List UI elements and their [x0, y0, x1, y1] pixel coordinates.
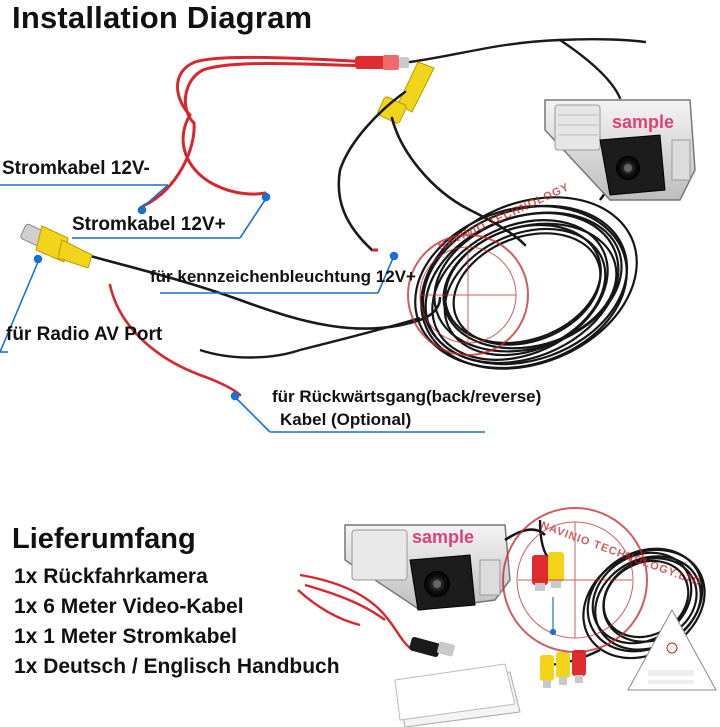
dc-plug-bottom — [297, 573, 455, 657]
installation-title: Installation Diagram — [12, 0, 313, 35]
rca-plugs-bottom-right — [540, 650, 586, 688]
rca-plug-left — [20, 223, 93, 269]
label-kabel-optional: Kabel (Optional) — [280, 410, 412, 429]
lieferumfang-list: 1x Rückfahrkamera 1x 6 Meter Video-Kabel… — [14, 562, 340, 682]
sample-watermark-bottom: sample — [412, 527, 475, 547]
label-stromkabel-minus: Stromkabel 12V- — [2, 158, 150, 179]
sample-watermark-top: sample — [612, 112, 675, 132]
list-item: 1x 1 Meter Stromkabel — [14, 625, 237, 648]
label-stromkabel-plus: Stromkabel 12V+ — [72, 214, 226, 235]
lieferumfang-title: Lieferumfang — [12, 523, 196, 555]
rca-plugs-bottom — [532, 519, 564, 591]
list-item: 1x Deutsch / Englisch Handbuch — [14, 655, 340, 678]
certificate-card — [627, 608, 717, 691]
leader-lines-top — [0, 184, 485, 433]
manual-sheet — [394, 663, 521, 727]
red-power-wire — [137, 55, 372, 214]
label-rueckwaertsgang: für Rückwärtsgang(back/reverse) — [272, 387, 542, 406]
rca-plug-top — [377, 61, 435, 124]
label-kennzeichen: für kennzeichenbleuchtung 12V+ — [150, 267, 416, 286]
coiled-cable-top — [414, 196, 638, 370]
label-radio-av: für Radio AV Port — [6, 324, 163, 345]
camera-housing-bottom — [344, 524, 511, 611]
camera-housing-top — [544, 99, 696, 201]
list-item: 1x Rückfahrkamera — [14, 565, 208, 588]
dc-plug-top — [355, 55, 409, 70]
list-item: 1x 6 Meter Video-Kabel — [14, 595, 244, 618]
